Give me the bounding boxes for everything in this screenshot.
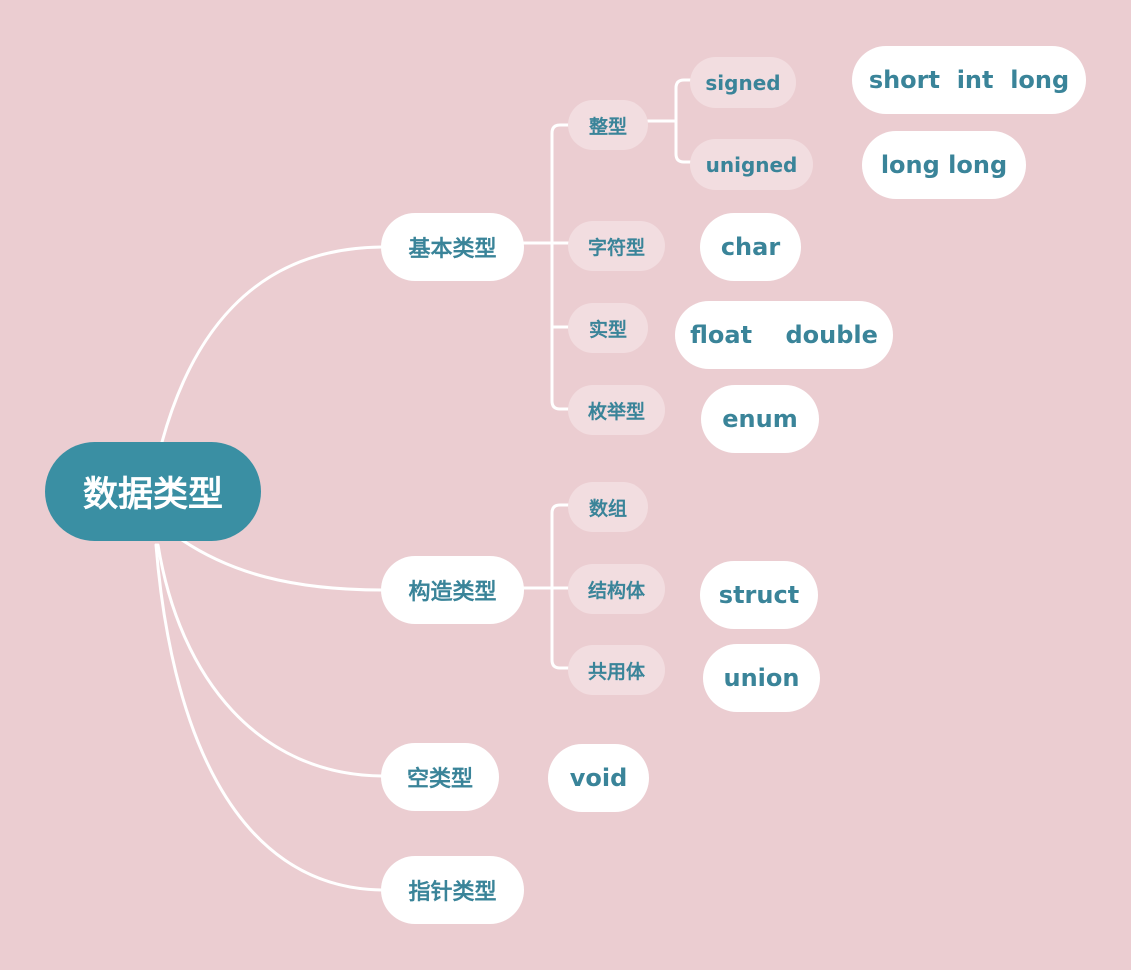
topic-constructed-type[interactable]: 构造类型 — [381, 556, 524, 624]
leaf-union[interactable]: union — [703, 644, 820, 712]
subtopic-char[interactable]: 字符型 — [568, 221, 665, 271]
connector-root-pointer — [154, 543, 384, 892]
leaf-enum[interactable]: enum — [701, 385, 819, 453]
connector-constructed-bracket — [522, 503, 570, 670]
subtopic-enum[interactable]: 枚举型 — [568, 385, 665, 435]
connector-basic-bracket — [522, 123, 570, 411]
connector-integer-bracket — [646, 78, 692, 164]
topic-pointer-type[interactable]: 指针类型 — [381, 856, 524, 924]
leaf-char[interactable]: char — [700, 213, 801, 281]
subtopic-struct[interactable]: 结构体 — [568, 564, 665, 614]
root-node[interactable]: 数据类型 — [45, 442, 261, 541]
subtopic-union[interactable]: 共用体 — [568, 645, 665, 695]
subtopic-unsigned[interactable]: unigned — [690, 139, 813, 190]
subtopic-integer[interactable]: 整型 — [568, 100, 648, 150]
connector-root-constructed — [180, 538, 384, 592]
leaf-unsigned-types[interactable]: long long — [862, 131, 1026, 199]
subtopic-signed[interactable]: signed — [690, 57, 796, 108]
leaf-struct[interactable]: struct — [700, 561, 818, 629]
subtopic-real[interactable]: 实型 — [568, 303, 648, 353]
topic-void-type[interactable]: 空类型 — [381, 743, 499, 811]
leaf-real-types[interactable]: float double — [675, 301, 893, 369]
connector-root-void — [156, 543, 384, 778]
leaf-signed-types[interactable]: short int long — [852, 46, 1086, 114]
subtopic-array[interactable]: 数组 — [568, 482, 648, 532]
leaf-void[interactable]: void — [548, 744, 649, 812]
connector-root-basic — [160, 245, 384, 444]
topic-basic-type[interactable]: 基本类型 — [381, 213, 524, 281]
